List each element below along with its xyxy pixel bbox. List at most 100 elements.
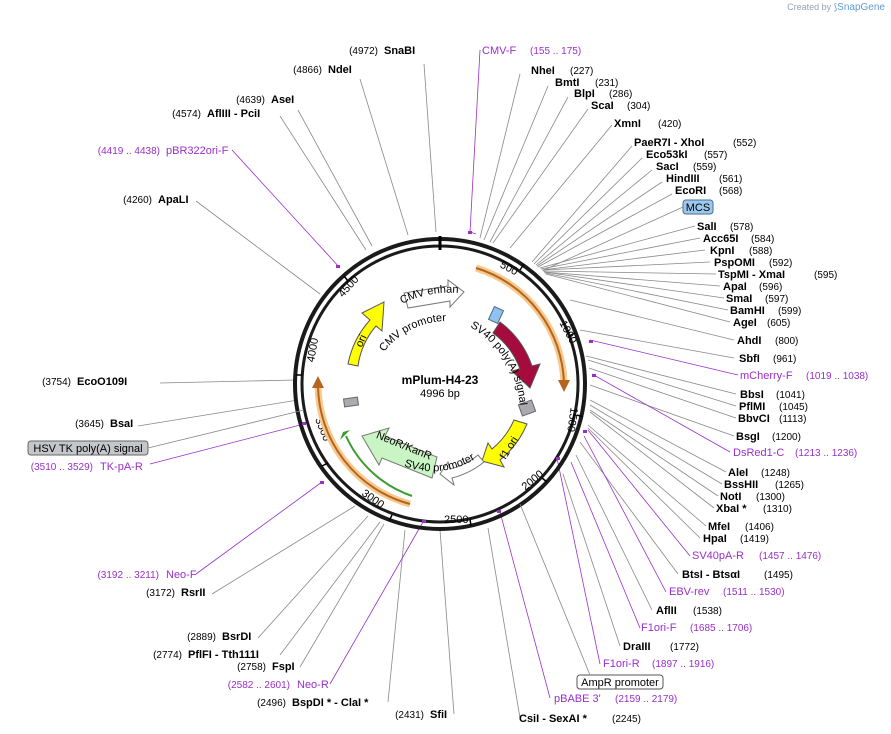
label-ori: ori [353, 333, 369, 349]
feature-mplum [492, 321, 541, 389]
hsv-tk-polya-label: HSV TK poly(A) signal [33, 443, 142, 455]
enzyme-pos: (578) [730, 222, 753, 233]
enzyme-name: NheI [531, 65, 555, 77]
enzyme-name: NotI [720, 491, 741, 503]
enzyme-name: Eco53kI [646, 149, 688, 161]
leader-lines [137, 63, 737, 719]
enzyme-name: SacI [656, 161, 679, 173]
feature-small-gray-left [342, 396, 360, 408]
primer-name: SV40pA-R [692, 550, 744, 562]
enzyme-pos: (1041) [776, 390, 805, 401]
enzyme-pos: (595) [814, 270, 837, 281]
snapgene-credit: Created by ⟆SnapGene [787, 2, 885, 13]
primer-range: (2159 .. 2179) [615, 694, 677, 705]
enzyme-name: CsiI - SexAI * [519, 713, 588, 725]
enzyme-pos: (4260) [123, 195, 152, 206]
primer-range: (1511 .. 1530) [723, 587, 785, 598]
enzyme-pos: (1310) [763, 504, 792, 515]
enzyme-name: ApaI [723, 281, 747, 293]
enzyme-name: PspOMI [714, 257, 755, 269]
ampr-promoter-label: AmpR promoter [581, 677, 659, 689]
feature-small-blue [487, 305, 505, 325]
orf-arrow-neo [312, 376, 324, 388]
enzyme-pos: (286) [609, 89, 632, 100]
enzyme-name: Acc65I [703, 233, 738, 245]
primer-name: CMV-F [482, 45, 517, 57]
primer-range: (4419 .. 4438) [98, 146, 160, 157]
enzyme-name: TspMI - XmaI [718, 269, 785, 281]
enzyme-pos: (605) [767, 318, 790, 329]
mcs-label: MCS [686, 202, 710, 214]
enzyme-pos: (4639) [236, 95, 265, 106]
enzyme-pos: (559) [693, 162, 716, 173]
enzyme-name: PflFI - Tth111I [188, 649, 259, 661]
primer-name: mCherry-F [740, 370, 793, 382]
primer-range: (155 .. 175) [530, 46, 581, 57]
enzyme-pos: (1113) [779, 414, 806, 425]
enzyme-name: HindIII [666, 173, 700, 185]
primer-ring-marks [302, 231, 596, 523]
credit-prefix: Created by [787, 2, 832, 12]
enzyme-name: BamHI [730, 305, 765, 317]
enzyme-name: SmaI [726, 293, 752, 305]
enzyme-name: PflMI [739, 401, 765, 413]
feature-sv40-promoter [439, 454, 485, 487]
scale-label-4000: 4000 [305, 337, 321, 363]
label-cmv-promoter: CMV promoter [377, 312, 446, 354]
feature-small-gray [517, 399, 537, 417]
enzyme-name: PaeR7I - XhoI [634, 137, 704, 149]
enzyme-pos: (227) [570, 66, 593, 77]
enzyme-name: SnaBI [384, 45, 415, 57]
feature-ori [347, 301, 385, 367]
enzyme-pos: (596) [759, 282, 782, 293]
enzyme-pos: (2245) [612, 714, 641, 725]
primer-range: (1897 .. 1916) [652, 659, 714, 670]
credit-brand: SnapGene [837, 2, 885, 13]
enzyme-pos: (561) [719, 174, 742, 185]
primer-range: (1685 .. 1706) [690, 623, 752, 634]
enzyme-name: BsgI [736, 431, 760, 443]
enzyme-name: DraIII [623, 641, 651, 653]
enzyme-name: BspDI * - ClaI * [292, 697, 369, 709]
enzyme-name: AleI [728, 467, 748, 479]
enzyme-name: KpnI [710, 245, 734, 257]
enzyme-name: ApaLI [158, 194, 189, 206]
enzyme-pos: (2774) [153, 650, 182, 661]
enzyme-name: EcoRI [675, 185, 706, 197]
enzyme-name: RsrII [181, 587, 205, 599]
enzyme-name: XbaI * [716, 503, 747, 515]
enzyme-name: AflIII - PciI [207, 108, 260, 120]
enzyme-name: EcoO109I [77, 376, 127, 388]
enzyme-pos: (1419) [740, 534, 769, 545]
enzyme-name: SalI [697, 221, 717, 233]
enzyme-pos: (2431) [395, 710, 424, 721]
enzyme-name: HpaI [703, 533, 727, 545]
enzyme-pos: (1406) [745, 522, 774, 533]
enzyme-name: AflII [656, 605, 677, 617]
enzyme-name: BmtI [555, 77, 579, 89]
enzyme-name: AseI [271, 94, 294, 106]
enzyme-pos: (1200) [772, 432, 801, 443]
enzyme-name: AhdI [737, 335, 761, 347]
enzyme-pos: (420) [658, 119, 681, 130]
scale-ticks [296, 263, 584, 527]
enzyme-pos: (584) [751, 234, 774, 245]
enzyme-name: BsaI [110, 418, 133, 430]
enzyme-pos: (2496) [257, 698, 286, 709]
enzyme-pos: (231) [595, 78, 618, 89]
orf-arrow-mplum [558, 380, 570, 392]
enzyme-name: SbfI [739, 353, 760, 365]
enzyme-pos: (2889) [187, 632, 216, 643]
primer-range: (3510 .. 3529) [31, 462, 93, 473]
primer-name: Neo-F [166, 569, 197, 581]
primer-range: (3192 .. 3211) [97, 570, 159, 581]
enzyme-pos: (3754) [42, 377, 71, 388]
enzyme-pos: (4574) [172, 109, 201, 120]
primer-name: pBR322ori-F [166, 145, 229, 157]
enzyme-name: XmnI [614, 118, 641, 130]
scale-label-1000: 1000 [557, 319, 579, 346]
primer-range: (1019 .. 1038) [806, 371, 868, 382]
enzyme-name: BbvCI [738, 413, 770, 425]
enzyme-pos: (588) [749, 246, 772, 257]
enzyme-pos: (1495) [764, 570, 793, 581]
